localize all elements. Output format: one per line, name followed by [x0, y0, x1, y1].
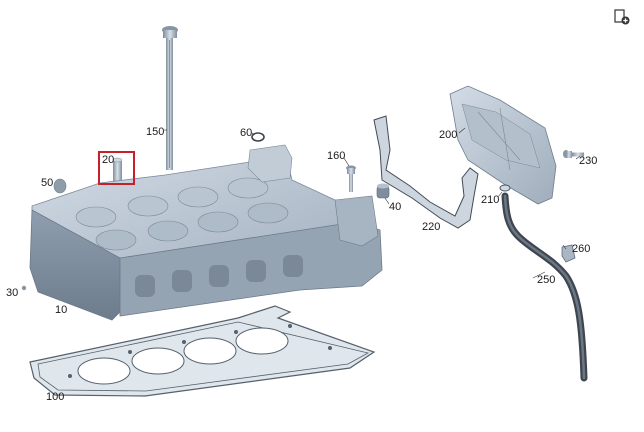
part-260-clip[interactable] — [561, 244, 576, 263]
part-220-cover-gasket[interactable] — [373, 115, 479, 229]
part-10-cylinder-head[interactable] — [29, 144, 383, 321]
callout-50[interactable]: 50 — [41, 177, 54, 189]
callout-40[interactable]: 40 — [389, 201, 402, 213]
leader-lines — [164, 127, 581, 279]
add-to-list-icon[interactable] — [614, 9, 630, 25]
part-30-small-plug[interactable] — [21, 285, 27, 291]
part-250-hose[interactable] — [501, 192, 588, 382]
callout-220[interactable]: 220 — [422, 221, 441, 233]
callout-100[interactable]: 100 — [46, 391, 65, 403]
part-210-o-ring[interactable] — [499, 184, 511, 192]
callout-30[interactable]: 30 — [6, 287, 19, 299]
callout-160[interactable]: 160 — [327, 150, 346, 162]
callout-60[interactable]: 60 — [240, 127, 253, 139]
part-150-head-bolt[interactable] — [162, 26, 178, 170]
part-200-cover[interactable] — [449, 85, 557, 205]
part-40-sleeve[interactable] — [376, 183, 390, 199]
callout-10[interactable]: 10 — [55, 304, 68, 316]
part-100-head-gasket[interactable] — [29, 305, 376, 397]
callout-210[interactable]: 210 — [481, 194, 500, 206]
part-60-o-ring[interactable] — [251, 132, 265, 142]
part-50-plug[interactable] — [53, 178, 67, 194]
callout-260[interactable]: 260 — [572, 243, 591, 255]
callout-20[interactable]: 20 — [102, 154, 115, 166]
callout-250[interactable]: 250 — [537, 274, 556, 286]
part-20-dowel-sleeve[interactable] — [112, 157, 123, 182]
callout-230[interactable]: 230 — [579, 155, 598, 167]
highlight-box-part-20 — [98, 151, 135, 185]
callout-200[interactable]: 200 — [439, 129, 458, 141]
part-230-bolt[interactable] — [563, 150, 584, 158]
callout-150[interactable]: 150 — [146, 126, 165, 138]
part-160-bolt[interactable] — [346, 165, 356, 193]
